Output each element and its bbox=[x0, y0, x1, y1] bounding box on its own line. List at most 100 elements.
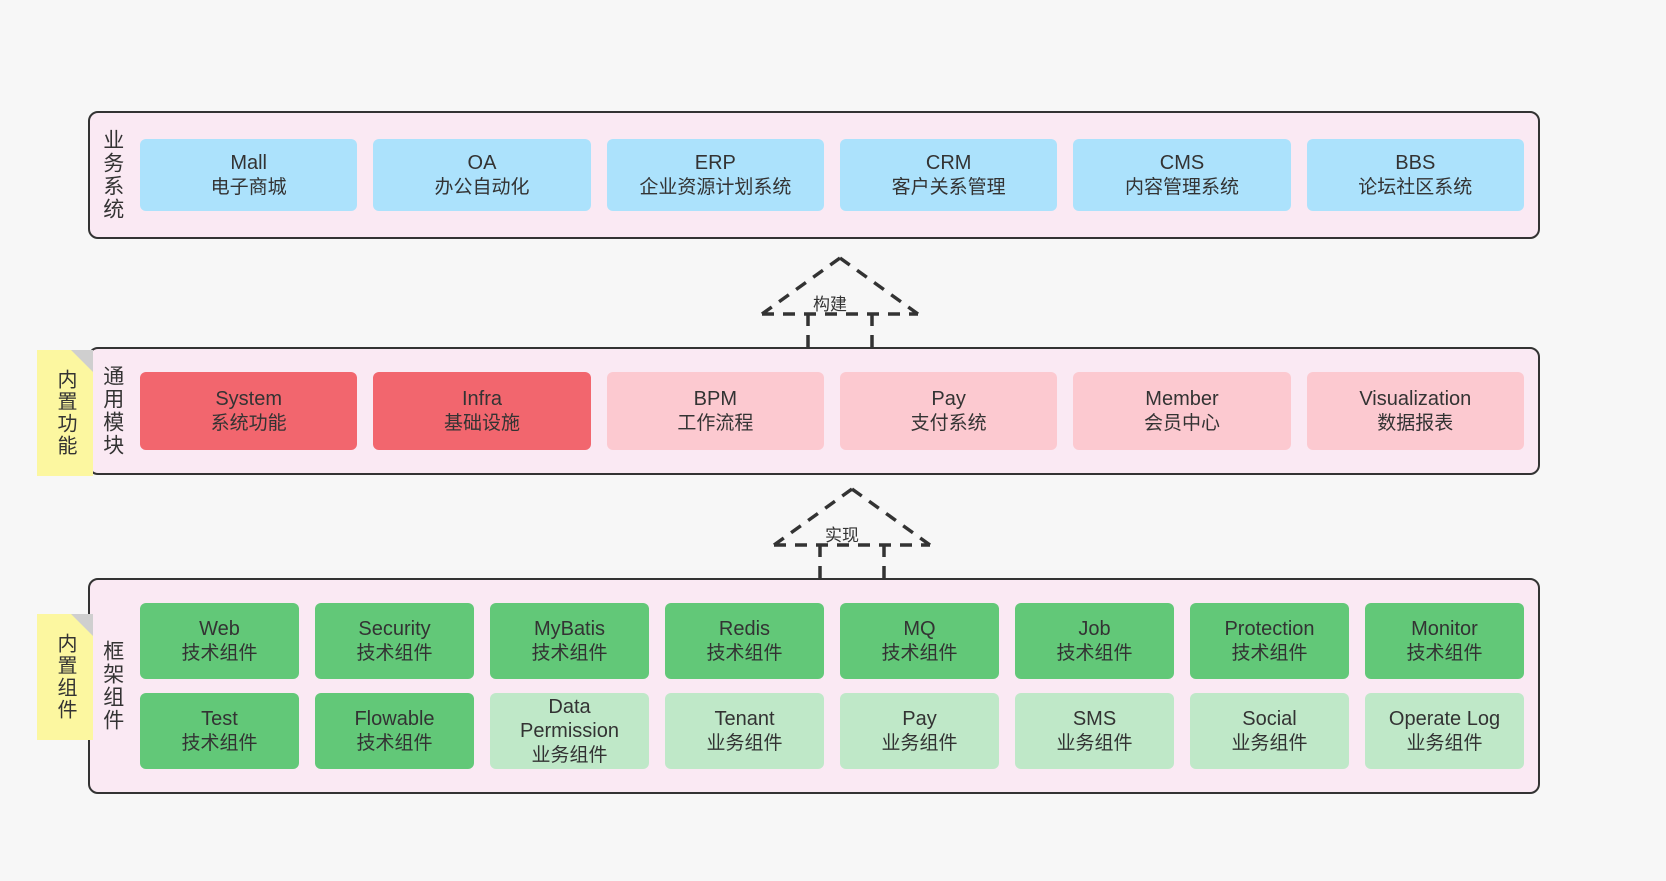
node-title: Infra bbox=[461, 388, 502, 411]
node-title: Protection bbox=[1224, 618, 1315, 641]
connector-label-implement: 实现 bbox=[825, 526, 859, 545]
sticky-note-label: 内置功能 bbox=[54, 369, 76, 457]
node-title: BBS bbox=[1395, 152, 1436, 175]
node-subtitle: 工作流程 bbox=[677, 412, 754, 434]
node-bbs[interactable]: BBS 论坛社区系统 bbox=[1306, 139, 1524, 211]
node-subtitle: 办公自动化 bbox=[434, 176, 530, 198]
node-title: Social bbox=[1242, 708, 1297, 731]
node-row: Web 技术组件 Security 技术组件 MyBatis 技术组件 Redi… bbox=[140, 603, 1524, 679]
node-title: CMS bbox=[1159, 152, 1205, 175]
node-title: Redis bbox=[718, 618, 771, 641]
node-subtitle: 技术组件 bbox=[181, 732, 258, 754]
node-row: Mall 电子商城 OA 办公自动化 ERP 企业资源计划系统 CRM 客户关系… bbox=[140, 139, 1524, 211]
node-mq[interactable]: MQ 技术组件 bbox=[840, 603, 999, 679]
node-pay-business[interactable]: Pay 业务组件 bbox=[840, 693, 999, 769]
node-subtitle: 技术组件 bbox=[1406, 642, 1483, 664]
node-cms[interactable]: CMS 内容管理系统 bbox=[1073, 139, 1291, 211]
node-subtitle: 技术组件 bbox=[706, 642, 783, 664]
node-subtitle: 客户关系管理 bbox=[891, 176, 1006, 198]
layer-business-systems[interactable]: 业务系统 Mall 电子商城 OA 办公自动化 ERP 企业资源计划系统 CRM… bbox=[88, 111, 1540, 239]
node-title: System bbox=[215, 388, 282, 411]
dashed-generalization-arrow-icon bbox=[760, 256, 920, 348]
node-subtitle: 内容管理系统 bbox=[1124, 176, 1239, 198]
node-title: Tenant bbox=[714, 708, 775, 731]
node-title: Pay bbox=[931, 388, 966, 411]
node-title: Member bbox=[1145, 388, 1219, 411]
node-redis[interactable]: Redis 技术组件 bbox=[665, 603, 824, 679]
connector-build: 构建 bbox=[750, 252, 930, 348]
node-subtitle: 技术组件 bbox=[1231, 642, 1308, 664]
node-operate-log[interactable]: Operate Log 业务组件 bbox=[1365, 693, 1524, 769]
node-title: Flowable bbox=[354, 708, 435, 731]
connector-implement: 实现 bbox=[762, 483, 942, 579]
node-flowable[interactable]: Flowable 技术组件 bbox=[315, 693, 474, 769]
node-subtitle: 技术组件 bbox=[181, 642, 258, 664]
layer-title-framework: 框架组件 bbox=[100, 640, 124, 732]
layer-body-common: System 系统功能 Infra 基础设施 BPM 工作流程 Pay 支付系统… bbox=[134, 349, 1538, 473]
node-title: Operate Log bbox=[1388, 708, 1501, 731]
connector-label-build: 构建 bbox=[813, 295, 847, 314]
node-subtitle: 业务组件 bbox=[1056, 732, 1133, 754]
node-protection[interactable]: Protection 技术组件 bbox=[1190, 603, 1349, 679]
node-subtitle: 业务组件 bbox=[531, 744, 608, 766]
sticky-note-builtin-features[interactable]: 内置功能 bbox=[37, 350, 93, 476]
node-member[interactable]: Member 会员中心 bbox=[1073, 372, 1291, 450]
node-bpm[interactable]: BPM 工作流程 bbox=[606, 372, 824, 450]
node-infra[interactable]: Infra 基础设施 bbox=[373, 372, 591, 450]
layer-body-business: Mall 电子商城 OA 办公自动化 ERP 企业资源计划系统 CRM 客户关系… bbox=[134, 113, 1538, 237]
sticky-note-label: 内置组件 bbox=[54, 633, 76, 721]
dashed-generalization-arrow-icon bbox=[772, 487, 932, 579]
node-title: Visualization bbox=[1359, 388, 1472, 411]
node-title: MyBatis bbox=[533, 618, 606, 641]
node-security[interactable]: Security 技术组件 bbox=[315, 603, 474, 679]
layer-body-framework: Web 技术组件 Security 技术组件 MyBatis 技术组件 Redi… bbox=[134, 580, 1538, 792]
node-subtitle: 业务组件 bbox=[1231, 732, 1308, 754]
node-subtitle: 技术组件 bbox=[881, 642, 958, 664]
node-job[interactable]: Job 技术组件 bbox=[1015, 603, 1174, 679]
node-subtitle: 会员中心 bbox=[1143, 412, 1220, 434]
node-subtitle: 系统功能 bbox=[210, 412, 287, 434]
node-data-permission[interactable]: Data Permission 业务组件 bbox=[490, 693, 649, 769]
node-subtitle: 数据报表 bbox=[1377, 412, 1454, 434]
node-subtitle: 技术组件 bbox=[531, 642, 608, 664]
node-oa[interactable]: OA 办公自动化 bbox=[373, 139, 591, 211]
node-subtitle: 基础设施 bbox=[443, 412, 520, 434]
node-social[interactable]: Social 业务组件 bbox=[1190, 693, 1349, 769]
node-erp[interactable]: ERP 企业资源计划系统 bbox=[606, 139, 824, 211]
layer-title-business: 业务系统 bbox=[100, 129, 124, 221]
node-title: Mall bbox=[230, 152, 267, 175]
node-sms[interactable]: SMS 业务组件 bbox=[1015, 693, 1174, 769]
node-tenant[interactable]: Tenant 业务组件 bbox=[665, 693, 824, 769]
node-title: OA bbox=[467, 152, 497, 175]
node-visualization[interactable]: Visualization 数据报表 bbox=[1306, 372, 1524, 450]
node-test[interactable]: Test 技术组件 bbox=[140, 693, 299, 769]
node-subtitle: 技术组件 bbox=[356, 642, 433, 664]
node-subtitle: 企业资源计划系统 bbox=[639, 176, 792, 198]
layer-common-modules[interactable]: 通用模块 System 系统功能 Infra 基础设施 BPM 工作流程 Pay… bbox=[88, 347, 1540, 475]
node-title: Job bbox=[1078, 618, 1111, 641]
node-system[interactable]: System 系统功能 bbox=[140, 372, 358, 450]
node-subtitle: 业务组件 bbox=[706, 732, 783, 754]
node-row: Test 技术组件 Flowable 技术组件 Data Permission … bbox=[140, 693, 1524, 769]
node-title: Monitor bbox=[1411, 618, 1478, 641]
node-title: ERP bbox=[694, 152, 736, 175]
layer-framework-components[interactable]: 框架组件 Web 技术组件 Security 技术组件 MyBatis 技术组件… bbox=[88, 578, 1540, 794]
node-mall[interactable]: Mall 电子商城 bbox=[140, 139, 358, 211]
sticky-note-builtin-components[interactable]: 内置组件 bbox=[37, 614, 93, 740]
node-monitor[interactable]: Monitor 技术组件 bbox=[1365, 603, 1524, 679]
node-crm[interactable]: CRM 客户关系管理 bbox=[839, 139, 1058, 211]
node-web[interactable]: Web 技术组件 bbox=[140, 603, 299, 679]
node-title: Web bbox=[199, 618, 240, 641]
node-title: Data Permission bbox=[520, 696, 619, 743]
node-subtitle: 论坛社区系统 bbox=[1358, 176, 1473, 198]
node-mybatis[interactable]: MyBatis 技术组件 bbox=[490, 603, 649, 679]
node-title: Security bbox=[358, 618, 431, 641]
node-title: MQ bbox=[903, 618, 936, 641]
node-subtitle: 业务组件 bbox=[1406, 732, 1483, 754]
node-title: Test bbox=[201, 708, 238, 731]
node-subtitle: 业务组件 bbox=[881, 732, 958, 754]
node-pay[interactable]: Pay 支付系统 bbox=[839, 372, 1058, 450]
node-title: BPM bbox=[693, 388, 737, 411]
layer-title-common: 通用模块 bbox=[100, 365, 124, 457]
